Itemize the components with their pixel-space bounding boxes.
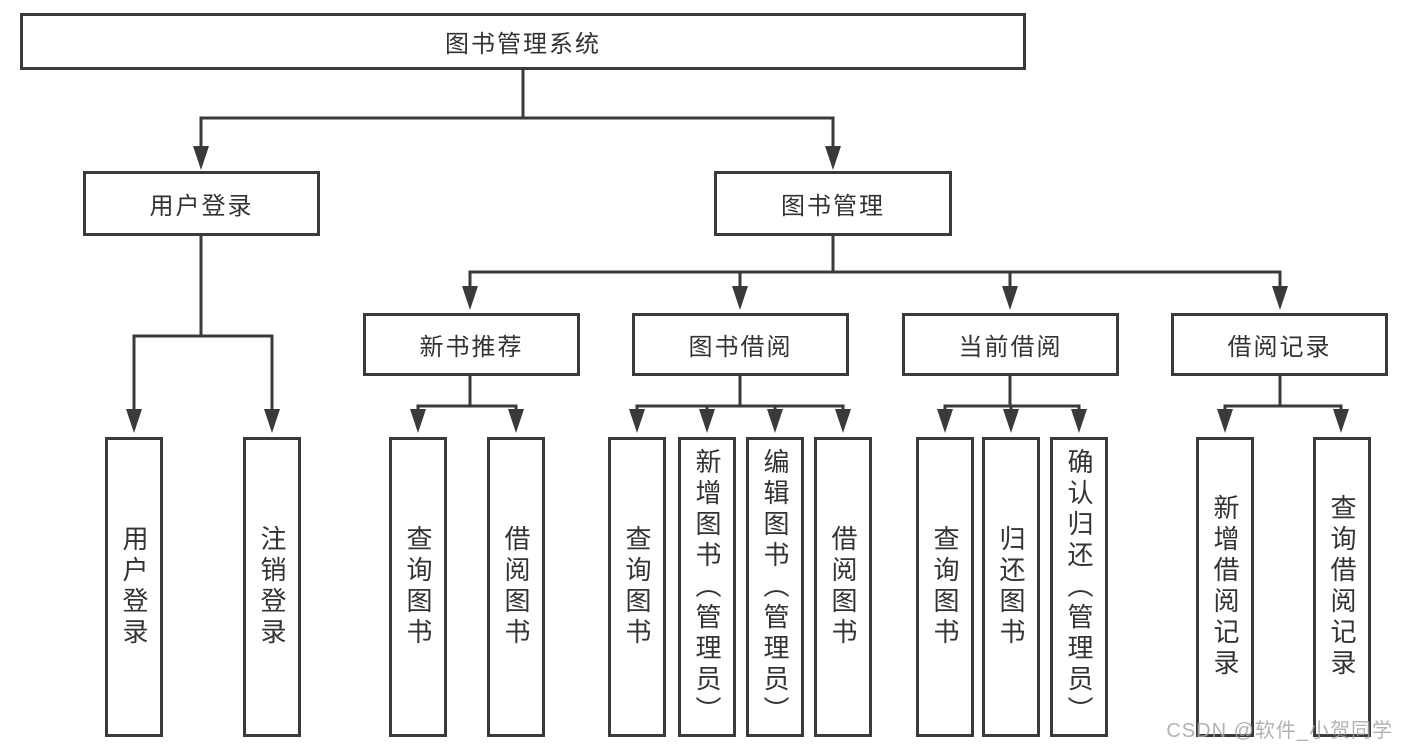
arrowhead-icon [410,409,426,433]
leaf-query-books-recommend: 查询图书 [389,437,447,737]
leaf-confirm-return-admin: 确认归还（管理员） [1050,437,1108,737]
leaf-label: 借阅图书 [828,525,858,649]
arrowhead-icon [264,409,280,433]
arrowheads [126,146,1349,433]
node-label: 新书推荐 [419,334,524,361]
arrowhead-icon [699,409,715,433]
leaf-query-books-borrow: 查询图书 [608,437,666,737]
node-user-login: 用户登录 [83,171,320,236]
leaf-borrow-books-borrow: 借阅图书 [814,437,872,737]
arrowhead-icon [1333,409,1349,433]
arrowhead-icon [126,409,142,433]
node-label: 图书借阅 [688,334,793,361]
arrowhead-icon [462,286,478,310]
arrowhead-icon [508,409,524,433]
leaf-label: 新增图书（管理员） [692,447,722,727]
node-label: 借阅记录 [1227,334,1332,361]
arrowhead-icon [1002,286,1018,310]
leaf-edit-book-admin: 编辑图书（管理员） [746,437,804,737]
arrowhead-icon [1071,409,1087,433]
node-current-borrow: 当前借阅 [902,313,1119,376]
leaf-label: 借阅图书 [501,525,531,649]
leaf-label: 注销登录 [257,525,287,649]
node-label: 用户登录 [149,193,254,220]
leaf-query-books-current: 查询图书 [916,437,974,737]
node-label: 当前借阅 [958,334,1063,361]
leaf-label: 编辑图书（管理员） [760,447,790,727]
csdn-watermark: CSDN @软件_小贺同学 [1166,720,1393,742]
arrowhead-icon [732,286,748,310]
node-book-borrow: 图书借阅 [632,313,849,376]
arrowhead-icon [1217,409,1233,433]
leaf-label: 查询图书 [622,525,652,649]
leaf-label: 查询图书 [930,525,960,649]
arrowhead-icon [937,409,953,433]
leaf-add-borrow-record: 新增借阅记录 [1196,437,1254,737]
leaf-borrow-books-recommend: 借阅图书 [487,437,545,737]
arrowhead-icon [629,409,645,433]
arrowhead-icon [1003,409,1019,433]
leaf-label: 归还图书 [996,525,1026,649]
arrowhead-icon [835,409,851,433]
leaf-label: 用户登录 [119,525,149,649]
node-label: 图书管理系统 [445,31,601,58]
node-root-system: 图书管理系统 [20,13,1026,70]
leaf-label: 查询借阅记录 [1327,494,1357,680]
arrowhead-icon [1272,286,1288,310]
arrowhead-icon [193,146,209,170]
leaf-label: 确认归还（管理员） [1064,447,1094,727]
leaf-user-login: 用户登录 [105,437,163,737]
leaf-query-borrow-record: 查询借阅记录 [1313,437,1371,737]
node-book-management: 图书管理 [714,171,952,236]
leaf-label: 新增借阅记录 [1210,494,1240,680]
leaf-logout: 注销登录 [243,437,301,737]
leaf-return-books: 归还图书 [982,437,1040,737]
leaf-add-book-admin: 新增图书（管理员） [678,437,736,737]
node-borrow-records: 借阅记录 [1171,313,1388,376]
arrowhead-icon [825,146,841,170]
node-new-book-recommend: 新书推荐 [363,313,580,376]
node-label: 图书管理 [781,193,885,220]
leaf-label: 查询图书 [403,525,433,649]
arrowhead-icon [767,409,783,433]
